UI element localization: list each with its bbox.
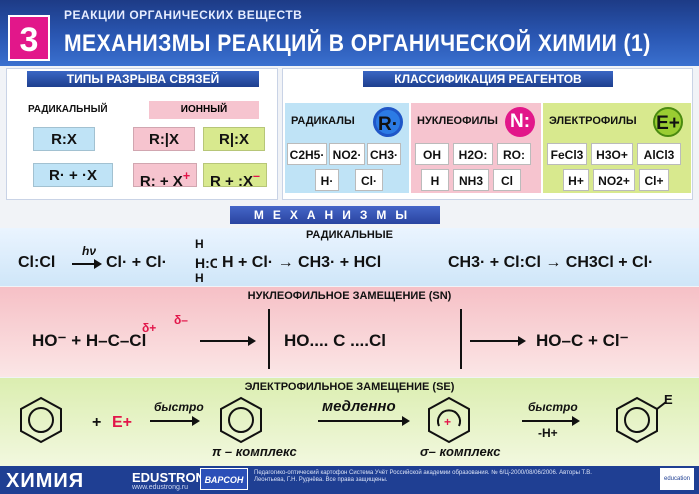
electrophilic-section: ЭЛЕКТРОФИЛЬНОЕ ЗАМЕЩЕНИЕ (SE) + E+ быстр… [0,378,699,466]
reaction-arrow [522,416,580,426]
transition-state: HO.... C ....Cl [284,331,387,350]
ionic-products-box-1: R: + X+ [133,163,197,190]
footer-logo: ВАРСОН [200,468,248,490]
nucleophilic-title: НУКЛЕОФИЛЬНОЕ ЗАМЕЩЕНИЕ (SN) [247,290,452,302]
methane-h-left-c: H:C [195,255,217,271]
mechanisms-heading: МЕХАНИЗМЫ [230,206,440,224]
substituted-benzene-icon: E [616,394,673,444]
electrophiles-category: ЭЛЕКТРОФИЛЫ E+ FeCl3 H3O+ AlCl3 H+ NO2+ … [543,103,691,193]
nucleophile-item: OH [415,143,449,165]
page-title: МЕХАНИЗМЫ РЕАКЦИЙ В ОРГАНИЧЕСКОЙ ХИМИИ (… [64,30,651,57]
ionic-products-formula-1: R: + X [139,173,183,190]
ionic-cleavage-label: ИОННЫЙ [149,101,259,119]
sigma-complex-label: σ– комплекс [420,444,501,459]
sigma-complex-icon: + [428,396,470,444]
radical-eq2-right: H + Cl· → CH3· + HCl [222,254,382,271]
electrophile-item: FeCl3 [547,143,587,165]
radical-eq3: CH3· + Cl:Cl → CH3Cl + Cl· [448,254,654,271]
bond-types-heading: ТИПЫ РАЗРЫВА СВЯЗЕЙ [27,71,259,87]
delta-plus-label: δ+ [142,321,157,335]
nucleophile-item: H [421,169,449,191]
footer-url: www.edustrong.ru [132,484,189,491]
series-title: РЕАКЦИИ ОРГАНИЧЕСКИХ ВЕЩЕСТВ [64,8,303,22]
svg-text:E: E [664,394,673,407]
nucleophilic-products: HO–C + Cl⁻ [536,331,629,350]
radical-section: РАДИКАЛЬНЫЕ Cl:Cl hν Cl· + Cl· H H:C H H… [0,228,699,286]
ionic-products-box-2: R + :X– [203,163,267,190]
electrophile-item: AlCl3 [637,143,681,165]
nucleophile-item: H2O: [453,143,493,165]
nucleophilic-section: НУКЛЕОФИЛЬНОЕ ЗАМЕЩЕНИЕ (SN) HO⁻ + H–C–C… [0,287,699,377]
reaction-arrow [150,416,200,426]
radical-item: Cl· [355,169,383,191]
ionic-bond-box-2: R|:X [203,127,265,151]
footer-brand: EDUSTRONG [132,470,216,485]
radical-eq1-left: Cl:Cl [18,254,56,271]
radical-products-box: R· + ·X [33,163,113,187]
footer-subject: ХИМИЯ [6,470,85,492]
svg-text:+: + [444,415,451,429]
radical-cleavage-label: РАДИКАЛЬНЫЙ [28,104,108,115]
reagents-panel: КЛАССИФИКАЦИЯ РЕАГЕНТОВ РАДИКАЛЫ R· C2H5… [282,68,693,200]
electrophilic-title: ЭЛЕКТРОФИЛЬНОЕ ЗАМЕЩЕНИЕ (SE) [244,381,455,393]
header-banner [0,0,699,66]
methane-structure: H H:C H [195,237,217,284]
radical-eq1-condition: hν [82,244,97,258]
ionic-bond-box-1: R:|X [133,127,195,151]
methane-h-bottom: H [195,271,204,284]
fast-label-1: быстро [154,400,204,414]
electrophiles-label: ЭЛЕКТРОФИЛЫ [549,115,637,127]
nucleophiles-label: НУКЛЕОФИЛЫ [417,115,498,127]
methane-h-top: H [195,237,204,251]
electrophile-e: E+ [112,414,133,431]
electrophile-item: NO2+ [593,169,635,191]
radical-item: NO2· [329,143,365,165]
footer-bar [0,466,699,494]
reagents-heading: КЛАССИФИКАЦИЯ РЕАГЕНТОВ [363,71,613,87]
minus-h-label: -H+ [538,426,558,440]
radical-bond-box: R:X [33,127,95,151]
bond-types-panel: ТИПЫ РАЗРЫВА СВЯЗЕЙ РАДИКАЛЬНЫЙ ИОННЫЙ R… [6,68,278,200]
benzene-ring-icon [20,396,62,444]
radicals-category: РАДИКАЛЫ R· C2H5· NO2· CH3· H· Cl· [285,103,409,193]
pi-complex-icon [220,396,262,444]
radical-item: C2H5· [287,143,327,165]
radical-item: H· [315,169,339,191]
radical-symbol-icon: R· [373,107,403,137]
lesson-number: 3 [8,15,50,61]
pi-complex-label: π – комплекс [212,444,297,459]
reaction-arrow [470,336,526,346]
electrophile-item: Cl+ [639,169,669,191]
electrophile-symbol-icon: E+ [653,107,683,137]
reaction-arrow [72,259,102,269]
reaction-arrow [318,416,410,426]
radical-title: РАДИКАЛЬНЫЕ [306,229,393,241]
fast-label-2: быстро [528,400,578,414]
reaction-arrow [200,336,256,346]
nucleophiles-category: НУКЛЕОФИЛЫ N: OH H2O: RO: H NH3 Cl [411,103,541,193]
nucleophile-item: RO: [497,143,531,165]
nucleophilic-reactants: HO⁻ + H–C–Cl [32,331,147,350]
nucleophile-item: Cl [493,169,521,191]
ionic-bond-formula-2: R|:X [218,131,250,148]
electrophile-item: H+ [563,169,589,191]
nucleophile-item: NH3 [453,169,489,191]
radicals-label: РАДИКАЛЫ [291,115,355,127]
slow-label: медленно [322,398,396,415]
footer-fine-print: Педагогико-оптический картофон Система У… [254,470,592,483]
ionic-bond-formula-1: R:|X [148,131,180,148]
radical-eq1-right: Cl· + Cl· [106,254,167,271]
electrophile-item: H3O+ [591,143,633,165]
ionic-products-formula-2: R + :X [210,173,253,190]
delta-minus-label: δ– [174,313,188,327]
transition-state-bracket [268,309,462,369]
nucleophile-symbol-icon: N: [505,107,535,137]
electro-plus: + [92,414,102,431]
radical-bond-formula: R:X [51,131,77,148]
radical-item: CH3· [367,143,401,165]
footer-corner-logo: education [660,468,694,490]
radical-products-formula: R· + ·X [49,167,97,184]
